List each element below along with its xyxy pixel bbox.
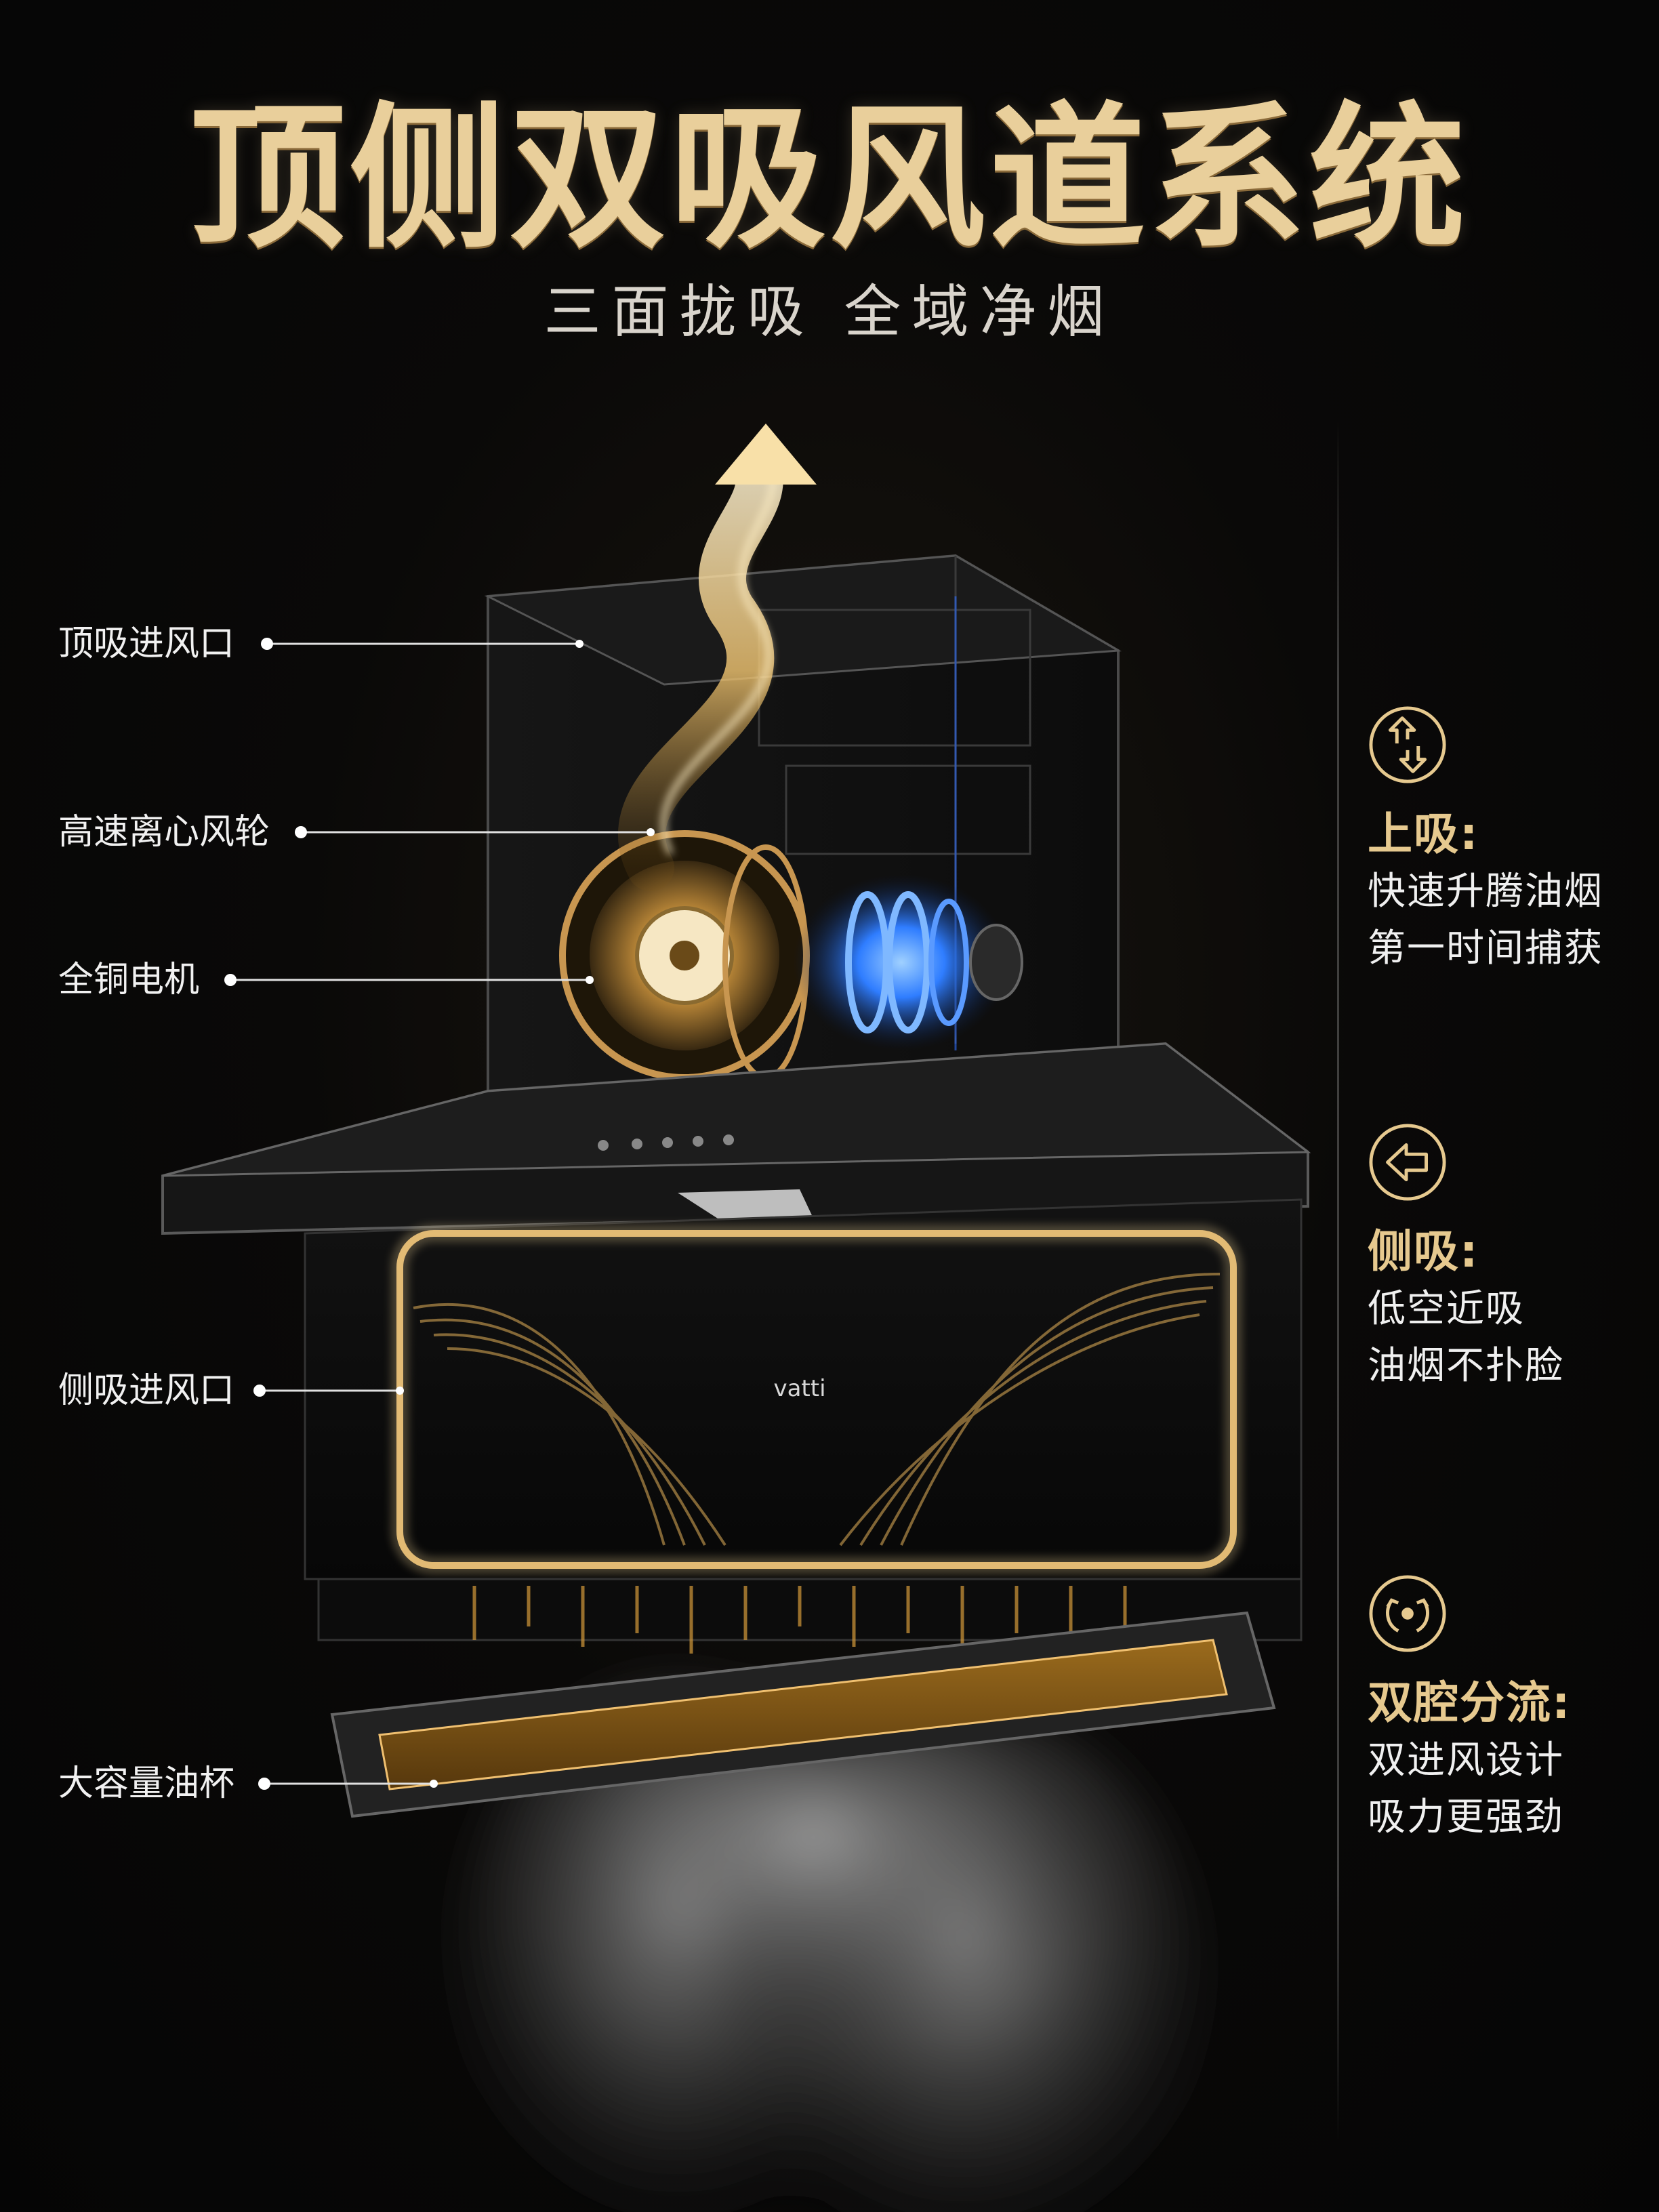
feature-line: 快速升腾油烟 [1368,869,1603,914]
callout-fan-wheel: 高速离心风轮 [58,812,270,853]
page-subtitle: 三面拢吸 全域净烟 [544,279,1115,345]
feature-side-suction: 侧吸: 低空近吸 油烟不扑脸 [1368,1122,1652,1385]
brand-logo: vatti [773,1375,825,1402]
hood-front-panel: vatti [304,1198,1303,1580]
left-arrow-icon [1369,1124,1446,1201]
callout-copper-motor: 全铜电机 [58,960,200,1000]
callout-side-inlet: 侧吸进风口 [58,1370,235,1411]
callout-lines [230,642,651,1785]
oil-cup [330,1611,1276,1818]
up-down-arrows-icon [1369,706,1446,783]
smoke-plume [454,1681,1206,2212]
feature-line: 吸力更强劲 [1368,1795,1564,1839]
lower-grill [317,1578,1303,1654]
feature-line: 第一时间捕获 [1368,926,1603,970]
feature-line: 油烟不扑脸 [1368,1344,1564,1388]
page-title: 顶侧双吸风道系统 [189,89,1469,270]
copper-motor [793,874,1023,1050]
feature-line: 低空近吸 [1368,1287,1525,1331]
feature-line: 双进风设计 [1368,1738,1564,1782]
hood-deck [161,1042,1311,1254]
feature-title: 侧吸: [1368,1225,1479,1277]
centrifugal-fan [559,830,810,1081]
right-divider [1337,420,1339,2142]
dual-flow-icon [1369,1575,1446,1652]
callout-dots [224,638,655,1790]
callout-top-inlet: 顶吸进风口 [58,623,235,664]
feature-top-suction: 上吸: 快速升腾油烟 第一时间捕获 [1368,705,1652,968]
callout-oil-cup: 大容量油杯 [58,1763,235,1804]
feature-title: 双腔分流: [1368,1677,1572,1729]
feature-title: 上吸: [1368,808,1479,860]
feature-dual-chamber: 双腔分流: 双进风设计 吸力更强劲 [1368,1574,1652,1837]
airflow-stream [618,424,817,891]
